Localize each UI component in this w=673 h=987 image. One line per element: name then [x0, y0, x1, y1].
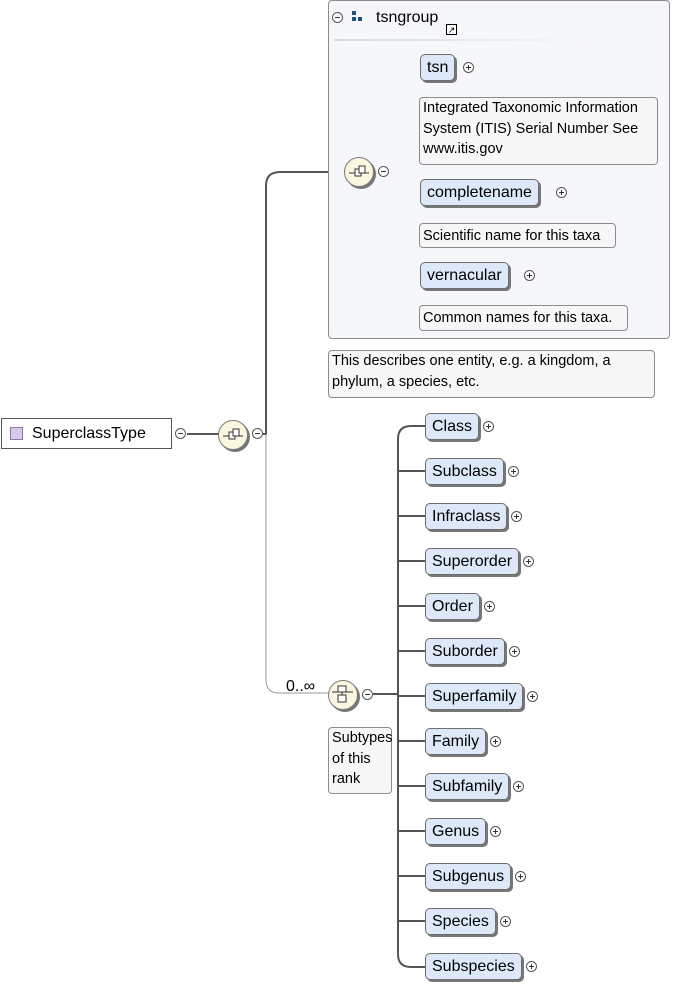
- choice-icon: [332, 685, 353, 703]
- collapse-icon[interactable]: [378, 166, 389, 177]
- expand-icon[interactable]: [500, 916, 511, 927]
- expand-icon[interactable]: [523, 556, 534, 567]
- element-subspecies[interactable]: Subspecies: [425, 953, 522, 980]
- element-label: Subclass: [432, 463, 497, 480]
- expand-icon[interactable]: [515, 871, 526, 882]
- collapse-icon[interactable]: [332, 12, 343, 23]
- element-label: tsn: [427, 59, 449, 76]
- choice-compositor[interactable]: [328, 680, 358, 710]
- collapse-icon[interactable]: [362, 689, 373, 700]
- element-subfamily[interactable]: Subfamily: [425, 773, 510, 800]
- element-label: Superorder: [432, 553, 513, 570]
- complex-type-icon: [10, 427, 23, 440]
- root-type-label: SuperclassType: [32, 425, 146, 442]
- annotation-vernacular: Common names for this taxa.: [419, 305, 628, 331]
- element-suborder[interactable]: Suborder: [425, 638, 505, 665]
- element-label: Subspecies: [432, 958, 515, 975]
- element-order[interactable]: Order: [425, 593, 480, 620]
- group-sequence-compositor[interactable]: [344, 157, 374, 187]
- group-icon: [352, 11, 364, 23]
- element-vernacular[interactable]: vernacular: [420, 262, 509, 289]
- expand-icon[interactable]: [511, 511, 522, 522]
- element-family[interactable]: Family: [425, 728, 487, 755]
- element-infraclass[interactable]: Infraclass: [425, 503, 508, 530]
- expand-icon[interactable]: [463, 62, 474, 73]
- group-annotation: This describes one entity, e.g. a kingdo…: [328, 350, 655, 398]
- sequence-compositor[interactable]: [218, 420, 248, 450]
- element-label: Infraclass: [432, 508, 501, 525]
- element-label: Suborder: [432, 643, 498, 660]
- expand-icon[interactable]: [508, 466, 519, 477]
- annotation-completename: Scientific name for this taxa: [419, 223, 616, 248]
- element-completename[interactable]: completename: [420, 179, 539, 206]
- element-label: Species: [432, 913, 489, 930]
- collapse-icon[interactable]: [252, 428, 263, 439]
- annotation-tsn: Integrated Taxonomic Information System …: [419, 97, 658, 165]
- element-species[interactable]: Species: [425, 908, 496, 935]
- element-label: Subfamily: [432, 778, 503, 795]
- element-superorder[interactable]: Superorder: [425, 548, 520, 575]
- link-arrow-icon[interactable]: ↗: [446, 24, 457, 35]
- element-superfamily[interactable]: Superfamily: [425, 683, 524, 710]
- sequence-icon: [349, 165, 369, 177]
- expand-icon[interactable]: [527, 691, 538, 702]
- element-subgenus[interactable]: Subgenus: [425, 863, 512, 890]
- expand-icon[interactable]: [483, 421, 494, 432]
- expand-icon[interactable]: [526, 961, 537, 972]
- group-divider: [334, 39, 586, 41]
- expand-icon[interactable]: [509, 646, 520, 657]
- expand-icon[interactable]: [524, 270, 535, 281]
- element-label: Superfamily: [432, 688, 517, 705]
- occurrence-label: 0..∞: [286, 678, 316, 695]
- element-subclass[interactable]: Subclass: [425, 458, 504, 485]
- expand-icon[interactable]: [490, 736, 501, 747]
- element-label: Genus: [432, 823, 480, 840]
- element-label: Order: [432, 598, 473, 615]
- collapse-icon[interactable]: [175, 428, 186, 439]
- element-tsn[interactable]: tsn: [420, 54, 456, 81]
- root-type-box[interactable]: SuperclassType: [1, 418, 172, 449]
- element-genus[interactable]: Genus: [425, 818, 487, 845]
- element-label: Class: [432, 418, 473, 435]
- expand-icon[interactable]: [484, 601, 495, 612]
- expand-icon[interactable]: [490, 826, 501, 837]
- element-label: Family: [432, 733, 480, 750]
- choice-annotation: Subtypes of this rank: [328, 727, 392, 794]
- element-class[interactable]: Class: [425, 413, 480, 440]
- expand-icon[interactable]: [556, 187, 567, 198]
- group-title[interactable]: tsngroup: [376, 9, 439, 26]
- element-label: completename: [427, 184, 532, 201]
- element-label: Subgenus: [432, 868, 505, 885]
- sequence-icon: [223, 428, 243, 440]
- element-label: vernacular: [427, 267, 502, 284]
- expand-icon[interactable]: [513, 781, 524, 792]
